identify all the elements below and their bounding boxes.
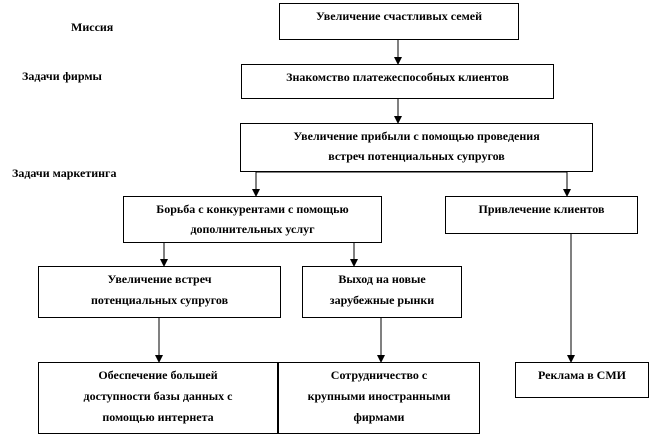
box-database-line-1: Обеспечение большей [98,368,218,382]
box-fight-competitors: Борьба с конкурентами с помощью дополнит… [123,196,382,243]
box-compete-line-2: дополнительных услуг [190,222,315,236]
box-increase-profit: Увеличение прибыли с помощью проведения … [240,123,593,172]
box-media-advertising: Реклама в СМИ [515,362,649,398]
box-database-access: Обеспечение большей доступности базы дан… [38,362,278,434]
box-cooperation-line-2: крупными иностранными [307,389,451,403]
level-label-mission: Миссия [71,20,114,34]
box-media-text: Реклама в СМИ [537,368,627,382]
box-attract-clients: Привлечение клиентов [445,196,638,234]
box-database-line-3: помощью интернета [102,410,214,424]
box-cooperation-line-1: Сотрудничество с [330,368,428,382]
box-attract-text: Привлечение клиентов [478,202,605,216]
box-increase-meetings: Увеличение встреч потенциальных супругов [38,266,281,318]
box-acquaint-text: Знакомство платежеспособных клиентов [286,70,509,84]
box-cooperation: Сотрудничество с крупными иностранными ф… [278,362,480,434]
box-mission-text: Увеличение счастливых семей [315,9,482,23]
box-new-foreign-markets: Выход на новые зарубежные рынки [302,266,462,318]
box-compete-line-1: Борьба с конкурентами с помощью [156,202,349,216]
box-cooperation-line-3: фирмами [353,410,405,424]
box-meetings-line-1: Увеличение встреч [107,272,212,286]
box-mission: Увеличение счастливых семей [279,3,519,40]
box-database-line-2: доступности базы данных с [83,389,233,403]
box-markets-line-2: зарубежные рынки [329,293,435,307]
box-meetings-line-2: потенциальных супругов [90,293,229,307]
box-profit-line-2: встреч потенциальных супругов [328,149,505,163]
level-label-firm-tasks: Задачи фирмы [22,69,102,83]
box-markets-line-1: Выход на новые [338,272,426,286]
box-acquaint-clients: Знакомство платежеспособных клиентов [241,64,554,99]
box-profit-line-1: Увеличение прибыли с помощью проведения [293,129,540,143]
level-label-marketing-tasks: Задачи маркетинга [12,166,117,180]
